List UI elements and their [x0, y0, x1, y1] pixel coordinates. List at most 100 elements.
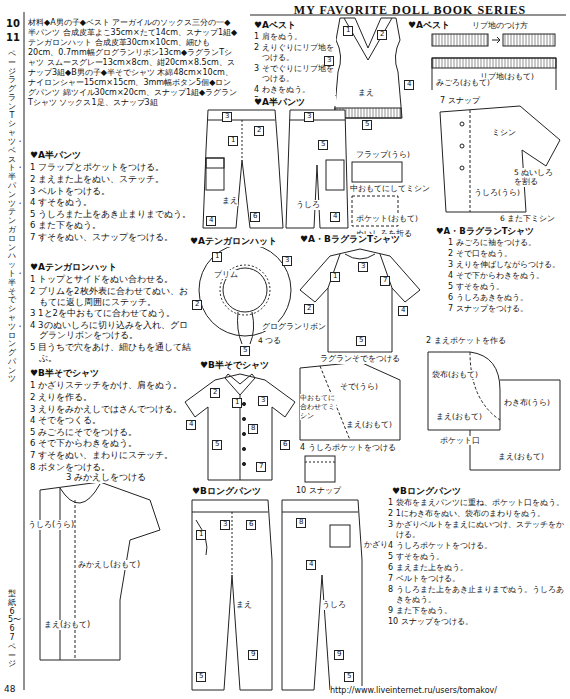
- step-text: 6 そで下からわきをぬう。: [30, 438, 184, 449]
- callout-number: 7: [256, 462, 266, 472]
- callout-number: 2: [377, 30, 387, 40]
- vertical-heading: 型紙65〜67ページ: [8, 590, 16, 669]
- step-text: 7 ベルトをつける。: [388, 574, 566, 584]
- section-heading: ♥Bロングパンツ: [392, 486, 461, 497]
- step-text: 2 えりを作る。: [30, 392, 184, 403]
- step-text: 6 まえまた上をぬう。: [388, 563, 566, 573]
- note-text: みかえし(おもて): [78, 560, 140, 570]
- step-text: 1 トップとサイドをぬい合わせる。: [30, 274, 197, 285]
- note-text: まえ: [222, 196, 238, 206]
- note-text: ポケット口: [440, 436, 480, 445]
- callout-number: 5: [356, 336, 366, 346]
- note-text: ブリム: [214, 270, 238, 279]
- note-text: まえ(おもて): [44, 620, 90, 630]
- step-text: 4 うしろポケットをつける。: [388, 541, 566, 551]
- note-text: 4 うしろポケットをつける: [300, 443, 396, 453]
- step-text: 4 すそをぬう。: [30, 197, 199, 208]
- section-heading: ♥A半パンツ: [30, 150, 81, 161]
- note-text: 2 まえポケットを作る: [426, 336, 506, 346]
- step-text: 5 すそをぬう。: [448, 282, 566, 292]
- step-text: 7 すそをぬい、まわりにステッチ。: [30, 450, 184, 461]
- vertical-heading: ページラグランTシャツ・ベスト・半パンツ・テンガロンハット・半そでシャツ・ロング…: [8, 50, 16, 384]
- step-text: 1 みごろに袖をつける。: [448, 238, 566, 248]
- callout-number: 5: [240, 346, 250, 356]
- callout-number: 6: [280, 440, 290, 450]
- step-text: 8 ボタンをつける。: [30, 462, 184, 473]
- step-text: 3 かざりベルトをまえにぬいつけ、ステッチをかける。: [388, 520, 566, 540]
- callout-number: 4: [330, 212, 340, 222]
- callout-number: 9: [248, 650, 258, 660]
- callout-number: 3: [258, 396, 268, 406]
- note-text: まえ: [236, 600, 252, 610]
- step-text: 10 スナップをつける。: [388, 617, 566, 627]
- section-heading: ♥Aベスト: [254, 20, 296, 31]
- callout-number: 4: [404, 80, 414, 90]
- callout-number: 3: [304, 112, 314, 122]
- note-text: わき布(うら): [504, 398, 550, 407]
- callout-number: 1: [343, 26, 353, 36]
- callout-number: 3: [324, 56, 334, 66]
- note-text: 48: [4, 684, 15, 695]
- callout-number: 5: [196, 672, 206, 682]
- step-text: 1 袋布をまえパンツに重ね、ポケット口をぬう。: [388, 498, 566, 508]
- note-text: 10 スナップ: [296, 486, 341, 496]
- callout-number: 3: [282, 256, 292, 266]
- note-text: そで(うら): [340, 382, 378, 391]
- callout-number: 5: [362, 120, 372, 130]
- callout-number: 3: [222, 112, 232, 122]
- step-text: 5 目うちで穴をあけ、細ひもを通して結ぶ。: [30, 342, 197, 363]
- note-text: みごろ(おもて): [436, 78, 490, 87]
- section-heading: ♥A・BラグランTシャツ: [436, 226, 534, 237]
- step-text: 3 そでぐりにリブ地をつける。: [254, 64, 336, 84]
- note-text: 6 また下ミシン: [500, 214, 555, 223]
- callout-number: 4: [206, 216, 216, 226]
- note-text: ラグランそでをつける: [320, 354, 400, 364]
- step-text: 8 うしろまた上をあき止まりまでぬう。うしろあきをぬう。: [388, 585, 566, 605]
- callout-number: 4: [398, 306, 408, 316]
- section-heading: 11: [6, 32, 20, 45]
- note-text: 中おもてに合わせてミシン: [300, 394, 336, 420]
- note-text: まえ(おもて): [436, 412, 482, 421]
- step-text: 3 1と2を中おもてに合わせてぬう。: [30, 308, 197, 319]
- step-text: 5 うしろまた上をあき止まりまでぬう。: [30, 209, 199, 220]
- section-heading: ♥Aベスト: [408, 20, 450, 31]
- callout-number: 1: [212, 252, 222, 262]
- note-text: 袋布(おもて): [432, 370, 478, 379]
- callout-number: 1: [228, 136, 238, 146]
- step-text: 2 ブリムを2枚外表に合わせてぬい、おもてに返し周囲にステッチ。: [30, 286, 197, 307]
- callout-number: 4: [306, 560, 316, 570]
- step-text: 2 1にわき布をぬい、袋布のまわりをぬう。: [388, 509, 566, 519]
- callout-number: 9: [334, 650, 344, 660]
- step-text: 6 また下をぬう。: [30, 220, 199, 231]
- step-text: 4 わきをぬう。: [254, 85, 336, 95]
- callout-number: 3: [220, 520, 230, 530]
- note-text: 材料◆A男の子◆ベスト アーガイルのソックス三分の一◆半パンツ 合成皮革よこ35…: [28, 18, 238, 108]
- note-text: うしろ: [296, 200, 320, 210]
- section-heading: ♥A・BラグランTシャツ: [300, 234, 400, 245]
- note-text: 5 ぬいしろを割る: [514, 168, 560, 187]
- note-text: 7 スナップ: [440, 96, 480, 106]
- note-text: まえ(おもて): [498, 452, 544, 461]
- note-text: うしろ(うら): [28, 520, 74, 530]
- callout-number: 2: [304, 304, 314, 314]
- step-text: 3 えりを伸ばしながらつける。: [448, 260, 566, 270]
- step-text: 4 そでをつくる。: [30, 415, 184, 426]
- step-text: 1 フラップとポケットをつける。: [30, 162, 199, 173]
- callout-number: 4: [186, 420, 196, 430]
- note-text: うしろ: [322, 600, 346, 610]
- note-text: リブ地のつけ方: [472, 21, 528, 31]
- note-text: フラップ(うら): [356, 150, 410, 159]
- note-text: 中おもてにしてミシン: [350, 184, 430, 193]
- callout-number: 6: [246, 520, 256, 530]
- step-text: 7 すそをぬい、スナップをつける。: [30, 232, 199, 243]
- page-title: MY FAVORITE DOLL BOOK SERIES: [250, 3, 570, 18]
- step-text: 5 すそをぬう。: [388, 552, 566, 562]
- note-text: ミシン: [492, 128, 516, 137]
- note-text: うしろ(うら): [474, 188, 520, 197]
- step-text: 2 まえまた上をぬい、ステッチ。: [30, 174, 199, 185]
- step-text: 1 肩をぬう。: [254, 32, 336, 42]
- note-text: 4 つる: [258, 336, 281, 345]
- step-text: 2 そで口をぬう。: [448, 249, 566, 259]
- callout-number: 5: [344, 672, 354, 682]
- step-text: 1 かざりステッチをかけ、肩をぬう。: [30, 380, 184, 391]
